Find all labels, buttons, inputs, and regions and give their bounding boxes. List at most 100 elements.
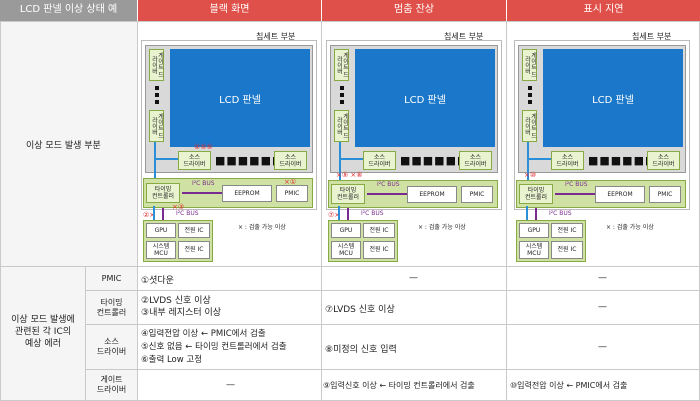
gate-driver-bottom: 게이트 드라이버 (334, 110, 349, 142)
row-name-pmic-cell (85, 266, 138, 291)
eeprom: EEPROM (595, 186, 645, 203)
pmic-col2-text: — (409, 273, 418, 283)
i2c-line-top (182, 192, 222, 194)
col-header-black-screen: 블랙 화면 (138, 0, 321, 21)
lcd-panel: LCD 판넬 (543, 49, 683, 147)
col-header-delay: 표시 지연 (507, 0, 700, 21)
tcon: 타이밍 컨트롤러 (331, 184, 365, 204)
tcon-col3-text: — (598, 302, 607, 312)
legend: × : 검출 가능 이상 (418, 224, 466, 231)
mark-1: ×① (284, 178, 297, 186)
diagram-row-label: 이상 모드 발생 부분 (26, 141, 101, 151)
legend: × : 검출 가능 이상 (606, 224, 654, 231)
signal-line-h (339, 158, 363, 160)
gate-col1-text: — (226, 380, 235, 390)
ic-group-label: 이상 모드 발생에 관련된 각 IC의 예상 에러 (11, 315, 75, 349)
mark-10: ×⑩ (524, 171, 537, 179)
gate-col3-text: ⑩입력전압 이상 ← PMIC에서 검출 (510, 381, 628, 390)
tcon-col1-text: ②LVDS 신호 이상 ③내부 레지스터 이상 (141, 296, 222, 318)
pmic: PMIC (461, 186, 493, 203)
row-name-gate: 게이트 드라이버 (96, 375, 127, 394)
i2c-line-top (555, 193, 595, 195)
signal-arrow-up (339, 142, 341, 182)
pmic: PMIC (276, 185, 308, 202)
i2c-bus-label-bottom: I²C BUS (361, 210, 384, 217)
chipset-label: 칩세트 부분 (256, 32, 296, 41)
gate-dots (340, 86, 344, 107)
i2c-line-bottom (347, 208, 349, 220)
gpu: GPU (146, 223, 176, 238)
power-ic-1: 전원 IC (363, 223, 395, 238)
col-header-freeze: 멈춤 잔상 (322, 0, 506, 21)
mark-2: ②× (143, 211, 156, 219)
i2c-bus-label-top: I²C BUS (192, 180, 215, 187)
system-mcu: 시스템 MCU (331, 241, 361, 259)
row-name-source: 소스 드라이버 (96, 337, 127, 356)
tcon-col2-text: ⑦LVDS 신호 이상 (325, 305, 395, 315)
power-ic-2: 전원 IC (363, 241, 395, 259)
gate-driver-bottom: 게이트 드라이버 (149, 110, 164, 142)
row-name-pmic: PMIC (101, 274, 122, 283)
chipset-label: 칩세트 부분 (444, 32, 484, 41)
i2c-bus-label-bottom: I²C BUS (176, 210, 199, 217)
marks-9-8: ×⑨ ×⑧ (336, 171, 363, 179)
row-name-gate-cell (85, 369, 138, 401)
system-mcu: 시스템 MCU (146, 241, 176, 259)
i2c-bus-label-top: I²C BUS (377, 181, 400, 188)
source-driver-left: 소스 드라이버 (551, 151, 584, 170)
power-ic-2: 전원 IC (178, 241, 210, 259)
system-mcu: 시스템 MCU (519, 241, 549, 259)
signal-line-h (154, 158, 178, 160)
source-driver-right: 소스 드라이버 (274, 151, 307, 170)
i2c-line-bottom (535, 208, 537, 220)
signal-arrow-up (527, 142, 529, 182)
signal-line-h (527, 158, 551, 160)
pmic-col1-text: ①셧다운 (141, 276, 174, 286)
source-col2-text: ⑧미정의 신호 입력 (325, 345, 397, 355)
eeprom: EEPROM (222, 185, 272, 202)
source-driver-right: 소스 드라이버 (647, 151, 680, 170)
pmic-col3-text: — (598, 273, 607, 283)
gate-driver-top: 게이트 드라이버 (522, 49, 537, 81)
i2c-bus-label-top: I²C BUS (565, 181, 588, 188)
gate-driver-bottom: 게이트 드라이버 (522, 110, 537, 142)
source-col1-text: ④입력전압 이상 ← PMIC에서 검출 ⑤신호 없음 ← 타이밍 컨트롤러에서… (141, 329, 287, 365)
i2c-line-bottom (162, 208, 164, 220)
power-ic-2: 전원 IC (551, 241, 583, 259)
corner-header: LCD 판넬 이상 상태 예 (0, 0, 137, 21)
chipset-label: 칩세트 부분 (632, 32, 672, 41)
gate-driver-top: 게이트 드라이버 (334, 49, 349, 81)
tcon: 타이밍 컨트롤러 (146, 183, 180, 203)
source-dots: ■■■■■■■■ (400, 154, 492, 167)
source-driver-left: 소스 드라이버 (363, 151, 396, 170)
tcon: 타이밍 컨트롤러 (519, 184, 553, 204)
eeprom: EEPROM (407, 186, 457, 203)
mark-3: ×③ (172, 203, 185, 211)
lcd-panel: LCD 판넬 (355, 49, 495, 147)
source-driver-left: 소스 드라이버 (178, 151, 211, 170)
i2c-line-top (367, 193, 407, 195)
power-ic-1: 전원 IC (551, 223, 583, 238)
gpu: GPU (519, 223, 549, 238)
diagram-row-label-cell (0, 21, 138, 267)
signal-arrow-up (154, 142, 156, 182)
source-col3-text: — (598, 342, 607, 352)
lvds-up (338, 206, 340, 220)
legend: × : 검출 가능 이상 (238, 224, 286, 231)
gpu: GPU (331, 223, 361, 238)
gate-dots (155, 86, 159, 107)
row-name-tcon: 타이밍 컨트롤러 (96, 298, 127, 317)
source-dots: ■■■■■■■■ (588, 154, 680, 167)
pmic: PMIC (649, 186, 681, 203)
mark-7: ⑦× (328, 211, 341, 219)
lcd-panel: LCD 판넬 (170, 49, 310, 147)
marks-4-5-6: ④⑤⑥ (194, 143, 213, 151)
lvds-up (526, 206, 528, 220)
source-driver-right: 소스 드라이버 (459, 151, 492, 170)
source-dots: ■■■■■■■■ (215, 154, 307, 167)
gate-col2-text: ⑨입력신호 이상 ← 타이밍 컨트롤러에서 검출 (323, 381, 475, 390)
lvds-up (153, 206, 155, 220)
power-ic-1: 전원 IC (178, 223, 210, 238)
gate-driver-top: 게이트 드라이버 (149, 49, 164, 81)
i2c-bus-label-bottom: I²C BUS (549, 210, 572, 217)
